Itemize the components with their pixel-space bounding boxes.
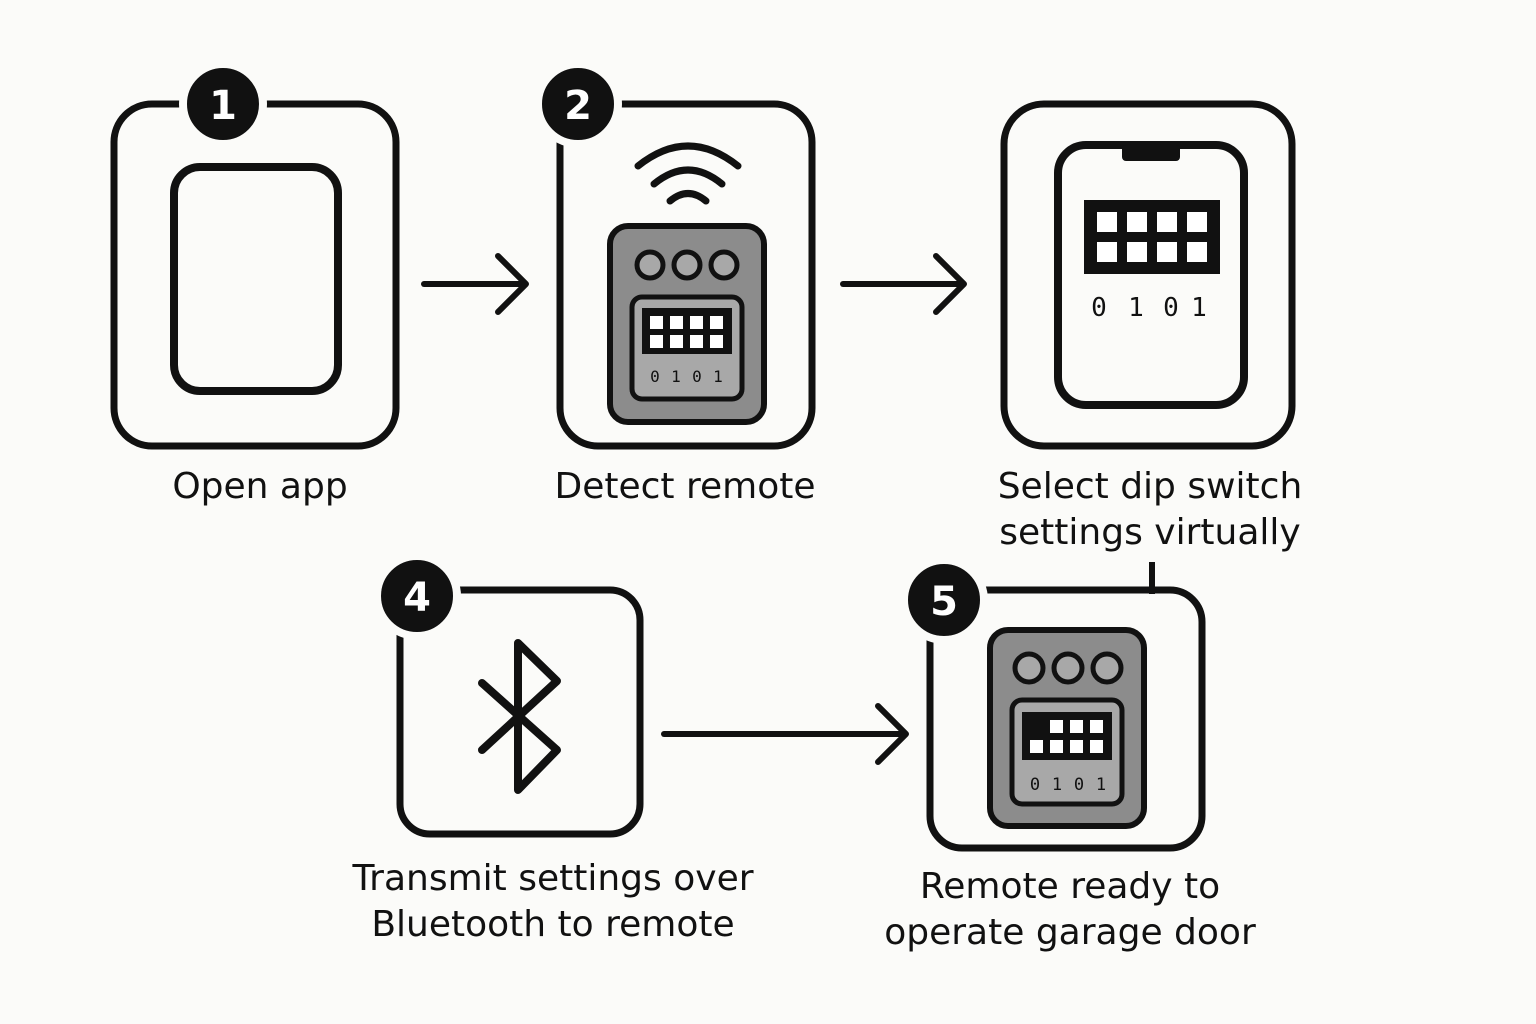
remote-2-digit-3: 0 [692, 367, 702, 386]
step-3-label-line-2: settings virtually [999, 512, 1301, 553]
step-4-card: 4 [373, 552, 644, 838]
remote-2-digit-1: 0 [650, 367, 660, 386]
step-2-badge: 2 [534, 60, 622, 148]
step-4-badge: 4 [373, 552, 461, 640]
step-5-label-line-2: operate garage door [884, 912, 1256, 953]
arrow-step1-to-step2 [421, 253, 529, 315]
phone-digit-4: 1 [1191, 293, 1207, 323]
step-2-number: 2 [564, 83, 592, 129]
step-3-label-line-1: Select dip switch [997, 466, 1303, 507]
step-1-label-line-1: Open app [172, 466, 348, 507]
step-3-label: Select dip switch settings virtually [960, 464, 1340, 556]
remote-icon: 0 1 0 1 [987, 627, 1147, 829]
arrow-step2-to-step3 [840, 253, 967, 315]
step-3-card: 0 1 0 1 [1000, 100, 1296, 450]
step-1-badge: 1 [179, 60, 267, 148]
step-4-label: Transmit settings over Bluetooth to remo… [318, 856, 788, 948]
step-2-label-line-1: Detect remote [554, 466, 816, 507]
step-1-card: 1 [110, 60, 400, 450]
phone-digit-2: 1 [1128, 293, 1144, 323]
step-5-badge: 5 [900, 556, 988, 644]
remote-5-digit-2: 1 [1052, 775, 1062, 795]
remote-5-digit-4: 1 [1096, 775, 1106, 795]
phone-blank-icon [170, 163, 342, 395]
arrow-step4-to-step5 [661, 703, 909, 765]
step-4-label-line-2: Bluetooth to remote [371, 904, 735, 945]
remote-2-digit-4: 1 [713, 367, 723, 386]
step-1-label: Open app [110, 464, 410, 510]
phone-dip-switch-icon: 0 1 0 1 [1054, 141, 1248, 409]
step-1-number: 1 [209, 83, 237, 129]
step-5-number: 5 [930, 579, 958, 625]
bluetooth-icon [478, 639, 561, 794]
wireless-signal-icon [634, 142, 742, 205]
remote-2-digit-2: 1 [671, 367, 681, 386]
step-4-number: 4 [403, 575, 431, 621]
step-2-card: 0 1 0 1 2 [534, 60, 816, 450]
phone-digit-3: 0 [1163, 293, 1179, 323]
remote-5-digit-1: 0 [1030, 775, 1040, 795]
phone-digit-1: 0 [1091, 293, 1107, 323]
step-5-label: Remote ready to operate garage door [850, 864, 1290, 956]
remote-wireless-icon: 0 1 0 1 [607, 223, 767, 425]
step-5-label-line-1: Remote ready to [919, 866, 1221, 907]
step-2-label: Detect remote [520, 464, 850, 510]
step-4-label-line-1: Transmit settings over [352, 858, 754, 899]
step-5-card: 0 1 0 1 5 [900, 556, 1206, 852]
remote-5-digit-3: 0 [1074, 775, 1084, 795]
